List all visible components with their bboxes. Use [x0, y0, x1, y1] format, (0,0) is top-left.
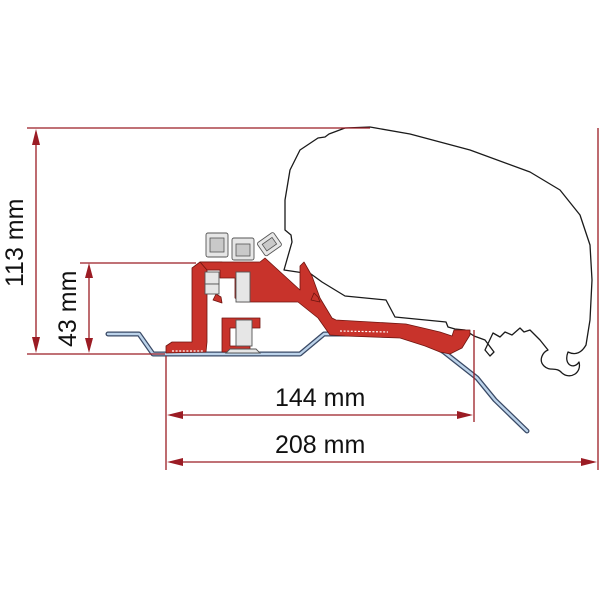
hex-nut-center-face	[235, 243, 251, 257]
dimension-bracket-height: 43 mm	[54, 262, 196, 353]
dimension-total-width: 208 mm	[167, 128, 599, 470]
arrow-up-icon	[32, 129, 40, 145]
dimension-bracket-width: 144 mm	[165, 330, 475, 470]
label-144mm: 144 mm	[275, 384, 365, 412]
arrow-right-icon	[457, 411, 473, 419]
bolt-shaft	[235, 271, 251, 303]
arrow-right-icon	[581, 458, 597, 466]
label-113mm: 113 mm	[1, 199, 29, 287]
nut-insert-1	[204, 271, 220, 285]
arrow-up-icon	[85, 263, 93, 278]
angled-bolt	[256, 232, 282, 257]
awning-casing	[283, 126, 593, 377]
lower-nut	[235, 319, 253, 347]
dimension-total-height: 113 mm	[1, 127, 370, 355]
hex-nut-left-face	[209, 237, 225, 253]
nut-insert-2	[204, 283, 220, 295]
arrow-left-icon	[167, 411, 183, 419]
arrow-left-icon	[167, 458, 183, 466]
label-43mm: 43 mm	[54, 271, 82, 347]
mounting-bolts	[204, 232, 282, 354]
label-208mm: 208 mm	[275, 431, 365, 459]
washer	[224, 348, 262, 354]
arrow-down-icon	[32, 337, 40, 353]
arrow-down-icon	[85, 338, 93, 353]
